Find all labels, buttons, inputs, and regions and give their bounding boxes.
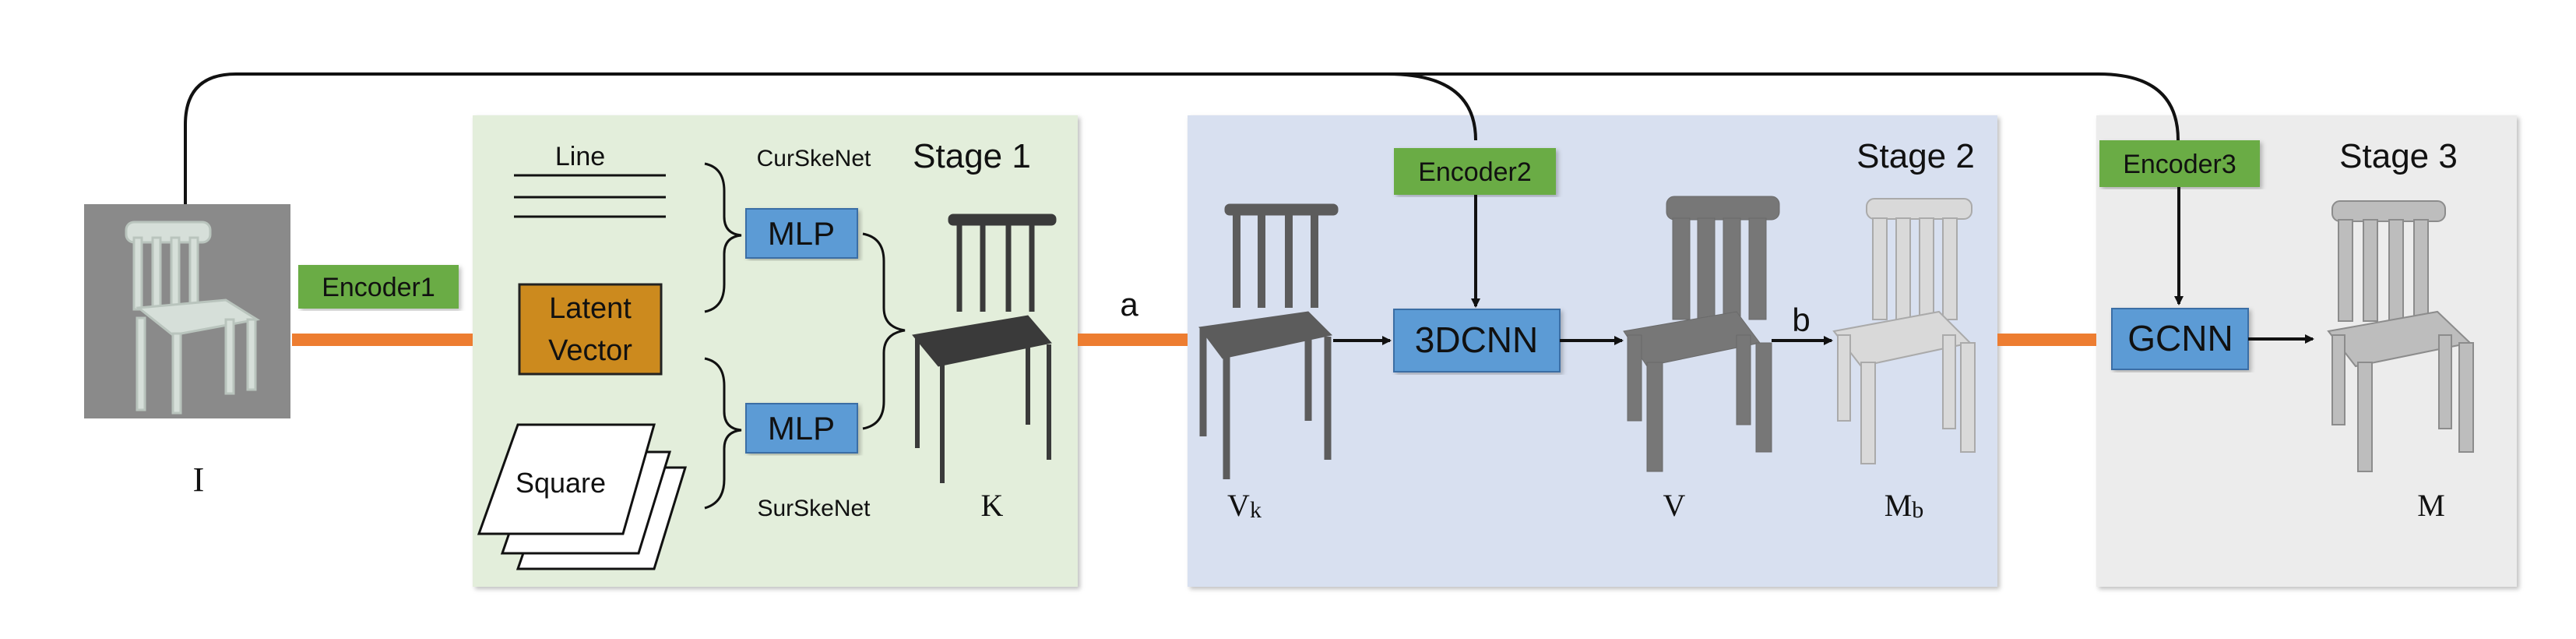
brace-top [704, 162, 742, 313]
mb-label: Mb [1884, 488, 1924, 523]
latent-vector-line1: Latent [549, 292, 632, 325]
sur-ske-net-label: SurSkeNet [757, 496, 871, 521]
mlp-top-box [745, 208, 858, 259]
connector-stage2-stage3 [1997, 334, 2096, 346]
encoder1-label: Encoder1 [322, 273, 435, 302]
gcnn-label: GCNN [2127, 318, 2233, 358]
encoder2-label: Encoder2 [1418, 157, 1532, 187]
mlp-bottom-label: MLP [768, 410, 835, 447]
latent-vector-line2: Vector [548, 334, 632, 367]
input-chair-icon [125, 221, 261, 415]
line-label: Line [555, 142, 605, 171]
v-label: V [1663, 488, 1686, 523]
m-label: M [2417, 488, 2445, 523]
mlp-bottom-box [745, 403, 858, 454]
vk-label: Vk [1227, 488, 1262, 523]
arrow-a-label: a [1120, 286, 1138, 323]
input-image [84, 204, 290, 418]
arrow-b-label: b [1792, 302, 1810, 338]
vk-sub: k [1250, 497, 1262, 523]
merge-brace [862, 232, 906, 430]
latent-vector-box [518, 283, 663, 376]
3dcnn-box [1393, 309, 1561, 372]
vk-main: V [1227, 488, 1250, 523]
k-label: K [981, 488, 1004, 523]
skeleton-chair-k [912, 214, 1057, 483]
stage3-title: Stage 3 [2339, 137, 2458, 175]
brace-bottom [704, 357, 742, 510]
cur-ske-net-label: CurSkeNet [757, 146, 871, 171]
input-label: I [193, 461, 205, 499]
mesh-chair-m [2327, 200, 2474, 472]
mb-sub: b [1912, 497, 1923, 523]
gcnn-box [2111, 308, 2249, 370]
encoder3-box [2099, 140, 2260, 187]
line-icon [514, 174, 666, 218]
voxel-chair-vk [1198, 203, 1339, 479]
square-label: Square [516, 467, 606, 499]
connector-input-stage1 [292, 334, 473, 346]
square-icon [477, 423, 688, 570]
3dcnn-label: 3DCNN [1415, 320, 1538, 360]
voxel-chair-v [1623, 196, 1780, 472]
mesh-chair-mb [1832, 198, 1976, 464]
connector-stage1-stage2 [1078, 334, 1188, 346]
encoder1-box [298, 265, 459, 309]
stage1-title: Stage 1 [913, 137, 1031, 175]
mb-main: M [1884, 488, 1913, 523]
stage2-title: Stage 2 [1856, 137, 1975, 175]
encoder2-box [1394, 148, 1556, 195]
mlp-top-label: MLP [768, 215, 835, 252]
skip-connection-encoder3 [1388, 72, 2180, 141]
encoder3-label: Encoder3 [2123, 150, 2236, 179]
